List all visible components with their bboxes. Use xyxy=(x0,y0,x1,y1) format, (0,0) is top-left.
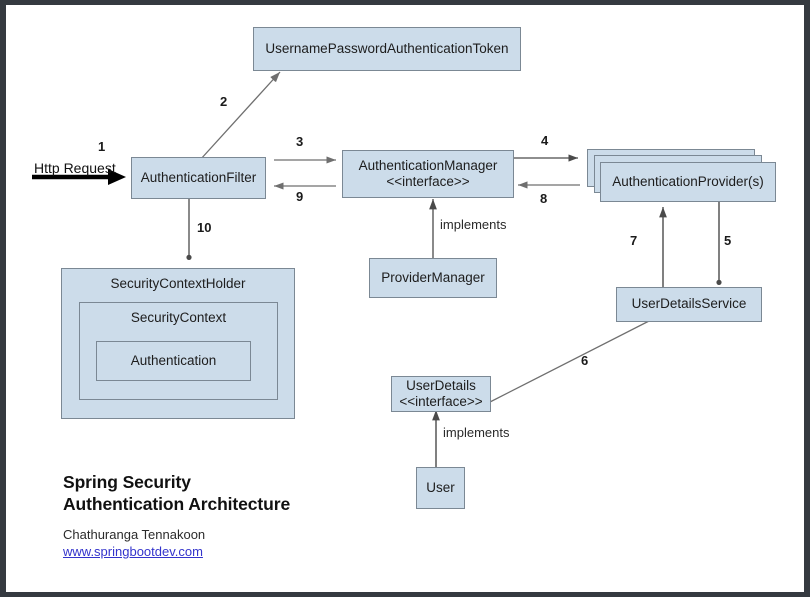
caption-block: Spring Security Authentication Architect… xyxy=(63,471,403,561)
node-authentication-filter[interactable]: AuthenticationFilter xyxy=(131,157,266,199)
edge-label-6: 6 xyxy=(581,353,589,368)
page-title-line-2: Authentication Architecture xyxy=(63,494,291,515)
edge-label-8: 8 xyxy=(540,191,548,206)
node-username-password-authentication-token[interactable]: UsernamePasswordAuthenticationToken xyxy=(253,27,521,71)
author-name: Chathuranga Tennakoon xyxy=(63,526,206,542)
edge-label-5: 5 xyxy=(724,233,732,248)
node-user[interactable]: User xyxy=(416,467,465,509)
website-link[interactable]: www.springbootdev.com xyxy=(63,544,203,560)
node-authentication-manager[interactable]: AuthenticationManager <<interface>> xyxy=(342,150,514,198)
node-authentication-provider[interactable]: AuthenticationProvider(s) xyxy=(600,162,776,202)
edge-label-10: 10 xyxy=(197,220,212,235)
node-user-details[interactable]: UserDetails <<interface>> xyxy=(391,376,491,412)
edge-label-implements-user: implements xyxy=(443,425,510,440)
edge-label-1: 1 xyxy=(98,139,106,154)
edge-label-3: 3 xyxy=(296,134,304,149)
edge-label-7: 7 xyxy=(630,233,638,248)
edge-label-9: 9 xyxy=(296,189,304,204)
node-authentication[interactable]: Authentication xyxy=(96,341,251,381)
node-user-details-service[interactable]: UserDetailsService xyxy=(616,287,762,322)
page-title-line-1: Spring Security xyxy=(63,472,191,492)
edge-label-4: 4 xyxy=(541,133,549,148)
edge-label-implements-providermanager: implements xyxy=(440,217,507,232)
connector-6-uds-to-userdetails xyxy=(489,319,652,403)
node-provider-manager[interactable]: ProviderManager xyxy=(369,258,497,298)
http-request-label: Http Request xyxy=(34,160,116,176)
connector-2-filter-to-token xyxy=(199,71,281,161)
diagram-canvas: UsernamePasswordAuthenticationToken Auth… xyxy=(6,5,804,592)
edge-label-2: 2 xyxy=(220,94,228,109)
